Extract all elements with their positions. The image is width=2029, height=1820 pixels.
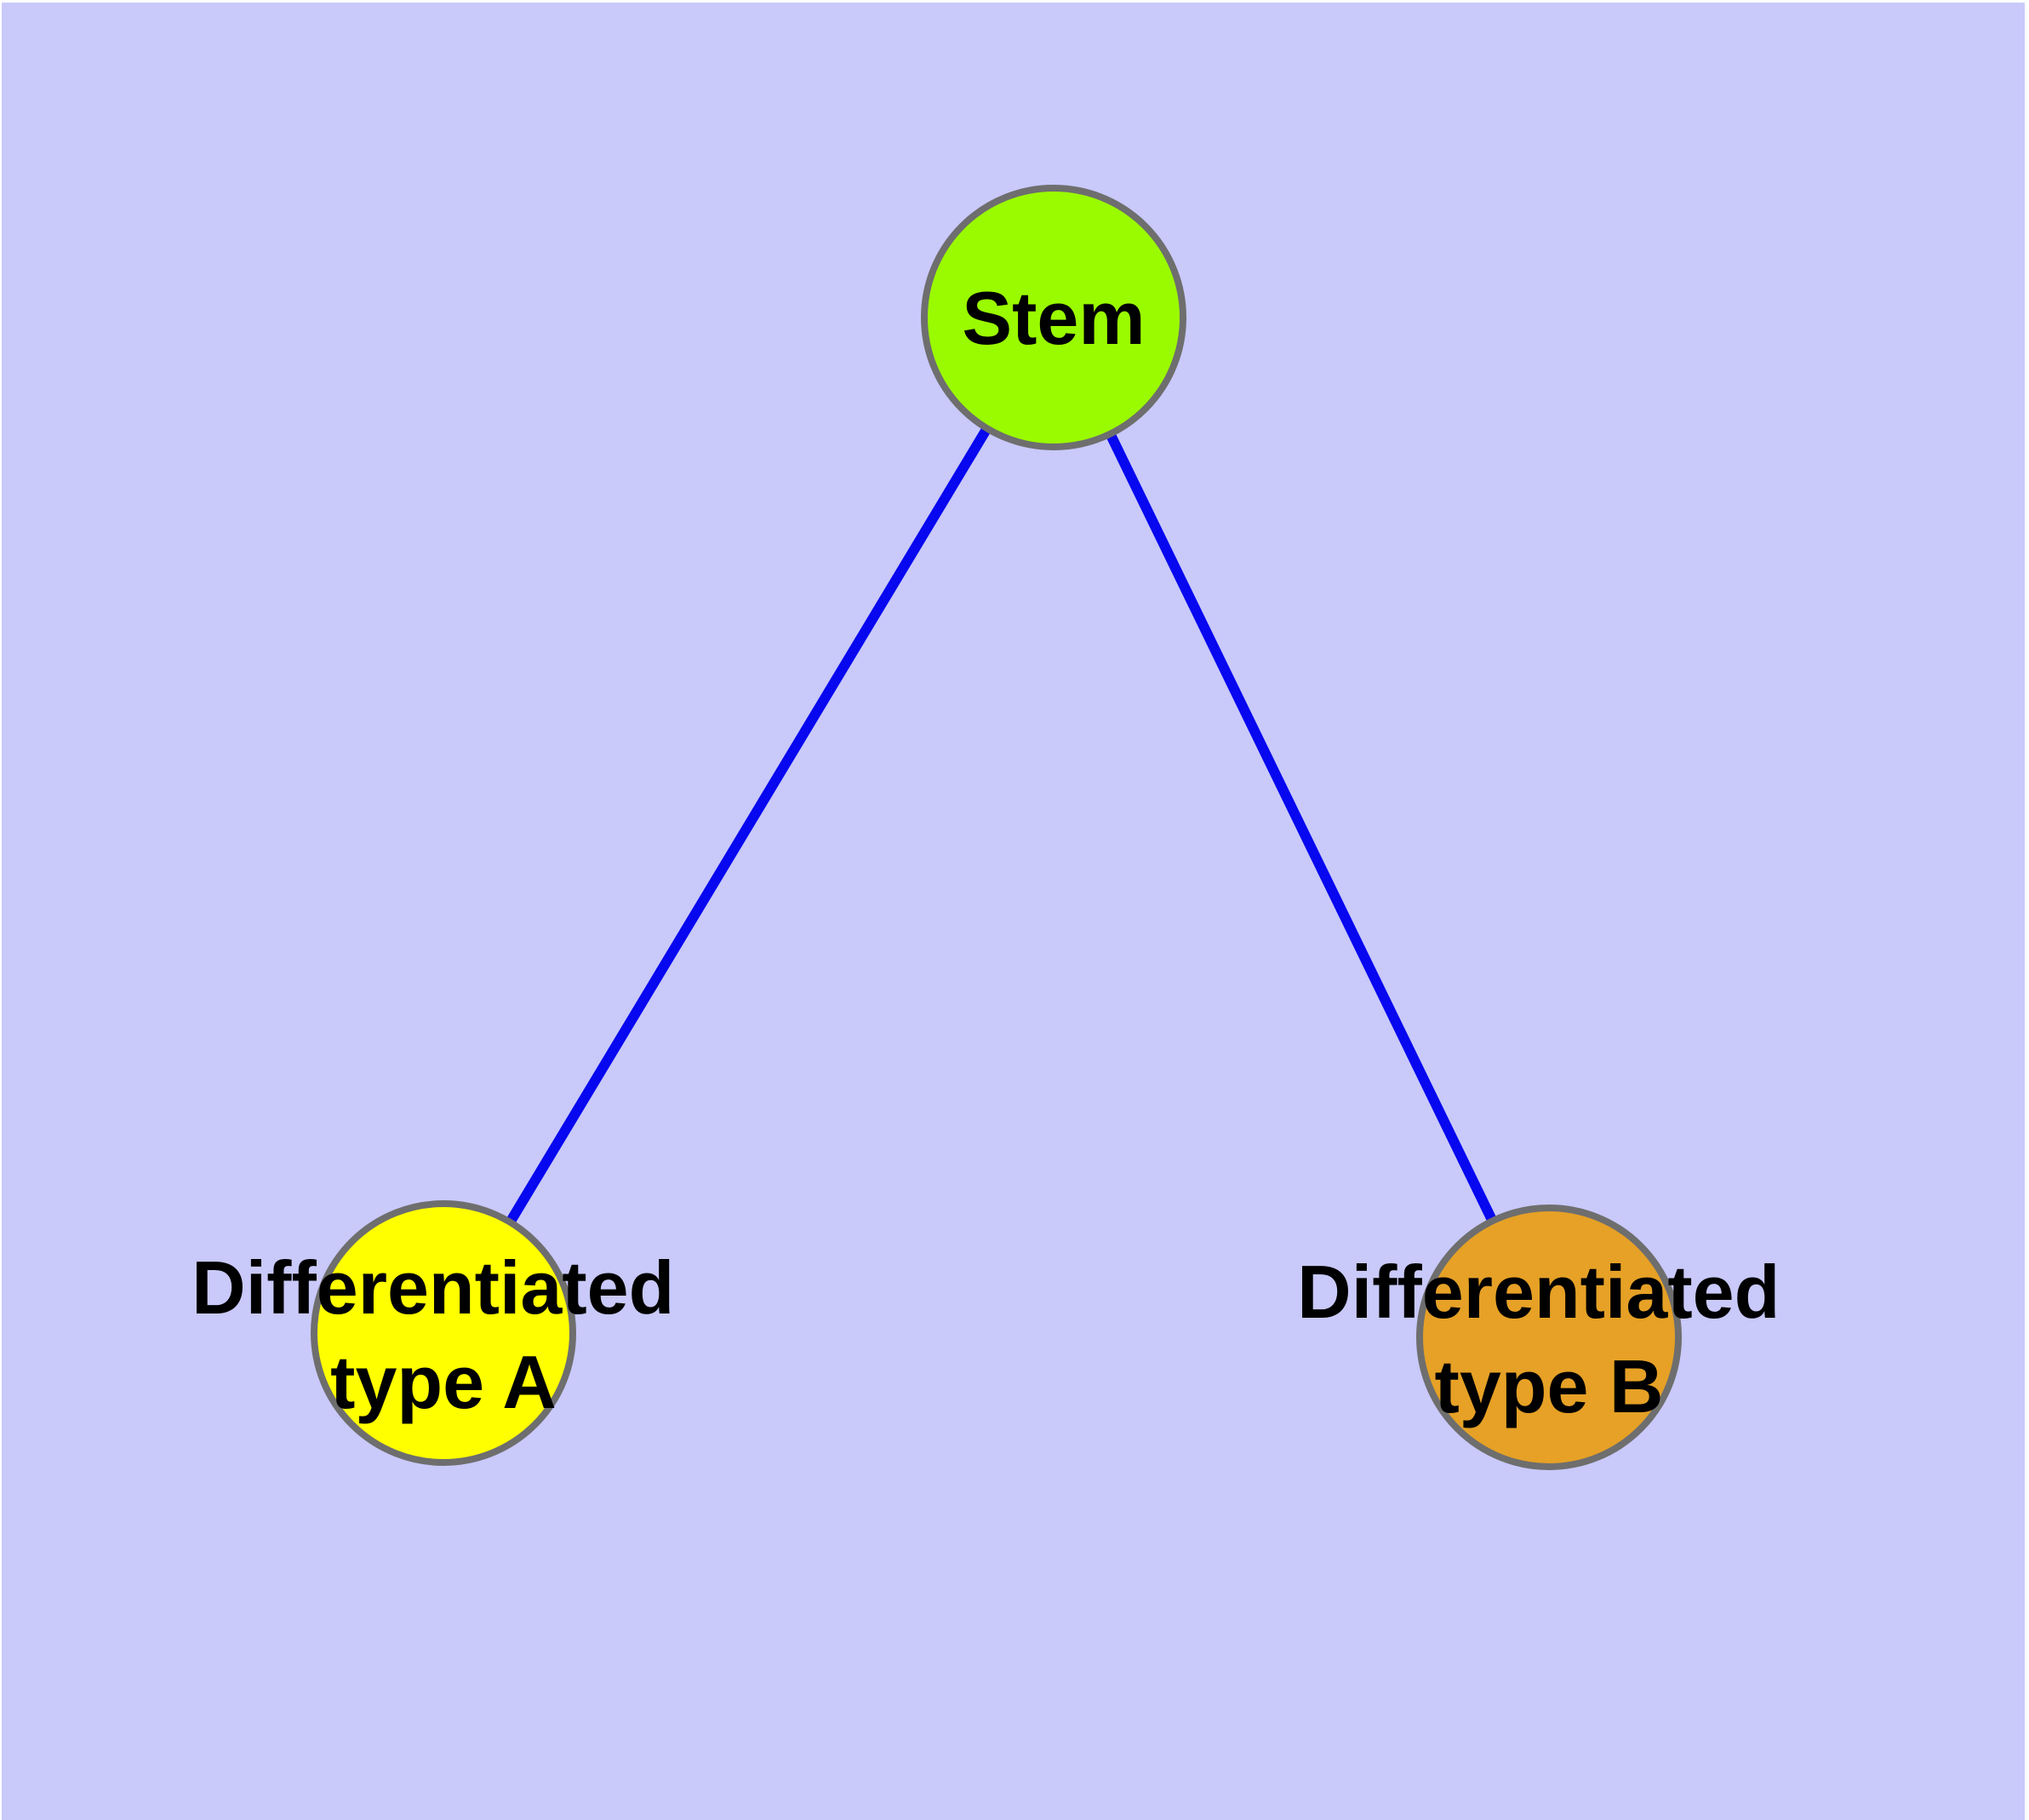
edge-stem-to-type-a[interactable]: [438, 314, 1059, 1336]
node-stem-label: Stem: [962, 276, 1145, 360]
node-type-b-circle[interactable]: [1416, 1205, 1682, 1470]
node-type-b-label: Differentiated type B: [1297, 1250, 1801, 1428]
node-stem-circle[interactable]: [921, 185, 1186, 450]
node-type-b-label-line2: type B: [1435, 1344, 1664, 1428]
node-differentiated-type-a[interactable]: Differentiated type A: [191, 1200, 695, 1466]
node-type-a-label: Differentiated type A: [191, 1245, 695, 1424]
node-type-a-circle[interactable]: [311, 1200, 576, 1466]
node-type-a-label-line2: type A: [330, 1340, 557, 1424]
edge-stem-to-type-b[interactable]: [1049, 315, 1554, 1340]
node-differentiated-type-b[interactable]: Differentiated type B: [1297, 1205, 1801, 1470]
node-type-a-label-line1: Differentiated: [191, 1245, 674, 1330]
node-type-b-label-line1: Differentiated: [1297, 1250, 1780, 1334]
node-stem[interactable]: Stem: [921, 185, 1186, 450]
